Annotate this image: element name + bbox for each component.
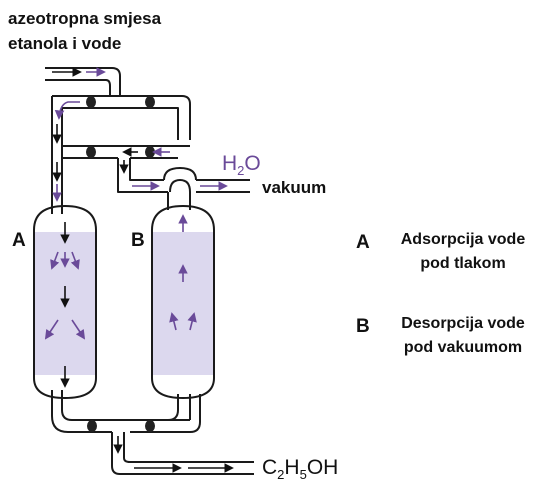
product-pipe — [111, 432, 254, 475]
legend-item-a-text: Adsorpcija vode pod tlakom — [400, 231, 526, 272]
valve — [86, 96, 96, 108]
valve — [86, 146, 96, 158]
arrow — [187, 312, 197, 331]
arrow — [50, 251, 60, 270]
arrow — [70, 251, 80, 270]
legend-item-b-letter: B — [356, 316, 370, 337]
valve — [87, 420, 97, 432]
upper-header-pipe — [52, 95, 191, 140]
inlet-pipe — [45, 67, 121, 97]
column-a-letter: A — [12, 230, 26, 251]
water-output-label: H2O — [222, 152, 261, 179]
column-b — [151, 204, 215, 400]
column-a-outlet-pipe — [51, 390, 112, 433]
vacuum-label: vakuum — [262, 178, 327, 197]
arrow — [71, 319, 86, 340]
vacuum-pipe — [117, 158, 168, 193]
inlet-label: azeotropna smjesa etanola i vode — [8, 6, 161, 56]
arrow — [169, 312, 179, 331]
flow-arrows — [44, 67, 234, 473]
legend-item-b-text: Desorpcija vode pod vakuumom — [401, 315, 525, 356]
valve — [145, 96, 155, 108]
inlet-label-line1: azeotropna smjesa — [8, 9, 162, 28]
product-label: C2H5OH — [262, 456, 339, 483]
arrow — [44, 319, 59, 340]
valve — [145, 146, 155, 158]
legend-item-a-letter: A — [356, 232, 370, 253]
arrow — [54, 101, 80, 120]
pipe-network — [45, 67, 254, 475]
inlet-label-line2: etanola i vode — [8, 34, 122, 53]
valve — [145, 420, 155, 432]
column-b-letter: B — [131, 230, 145, 251]
vacuum-dome — [163, 167, 197, 181]
